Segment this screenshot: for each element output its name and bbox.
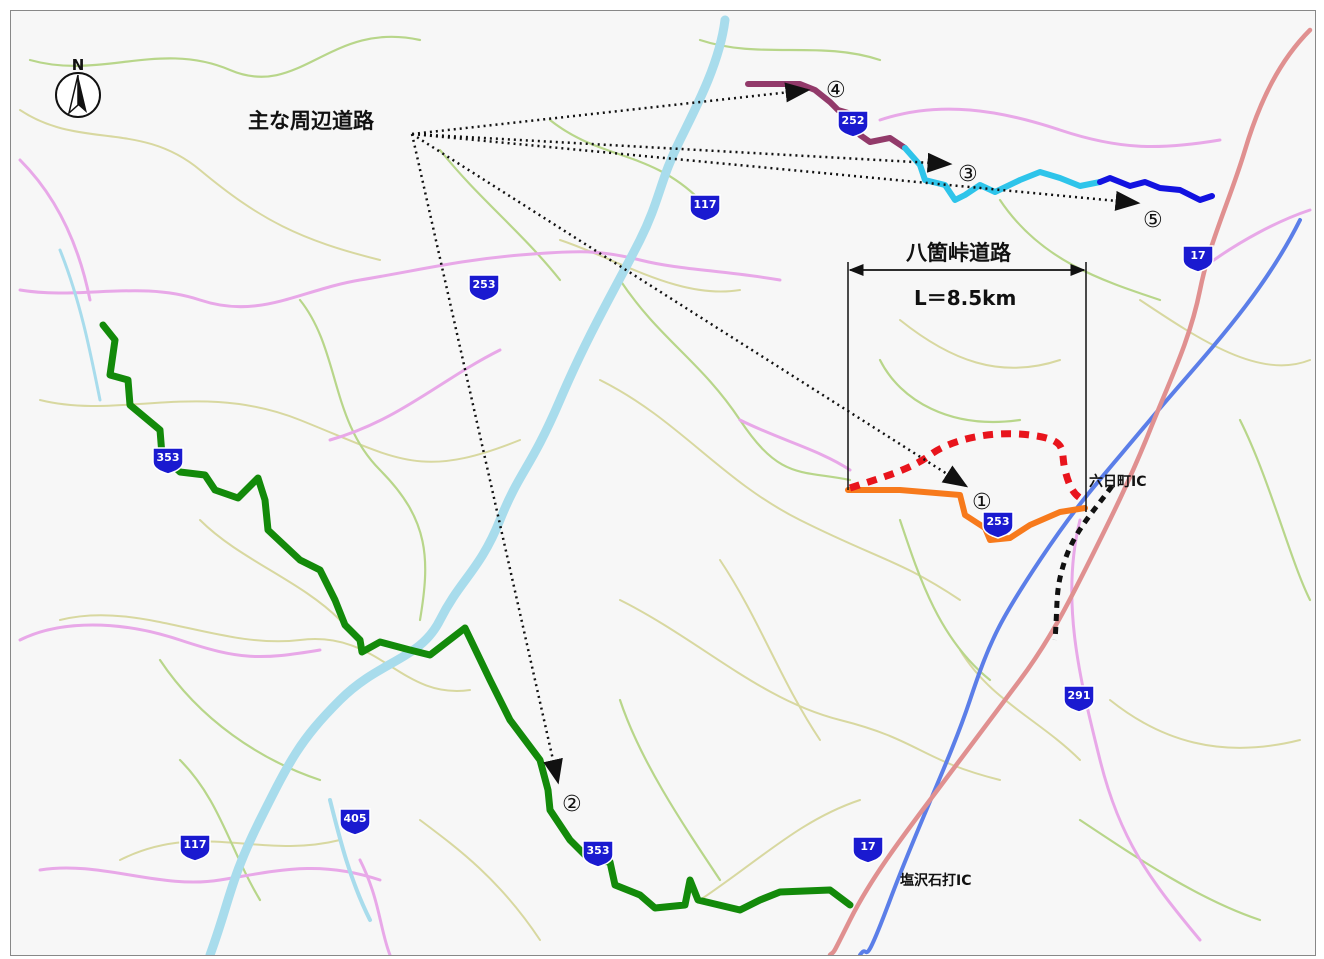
svg-text:291: 291 <box>1068 689 1091 702</box>
route-3-road <box>902 145 1103 203</box>
route-shield: 17 <box>852 836 884 864</box>
main-roads-label: 主な周辺道路 <box>248 109 375 133</box>
route-shields: 252 117 253 17 353 253 <box>152 110 1214 868</box>
project-length: L＝8.5km <box>914 286 1016 310</box>
background-road-network <box>18 35 1312 955</box>
route-shield: 253 <box>468 274 500 302</box>
svg-text:252: 252 <box>842 114 865 127</box>
route-2-road <box>99 321 854 914</box>
route-5-road <box>1097 175 1215 203</box>
svg-text:17: 17 <box>860 840 875 853</box>
route-1-number: ① <box>972 490 992 515</box>
rivers <box>58 15 1302 955</box>
route-3-number: ③ <box>958 162 978 187</box>
route-shield: 252 <box>837 110 869 138</box>
route-shield: 353 <box>582 840 614 868</box>
route-shield: 17 <box>1182 245 1214 273</box>
svg-text:17: 17 <box>1190 249 1205 262</box>
route-4-number: ④ <box>826 78 846 103</box>
route-1-existing-road <box>845 487 1088 543</box>
svg-text:405: 405 <box>344 812 367 825</box>
route-shield: 253 <box>982 511 1014 539</box>
north-arrow: N <box>55 56 101 118</box>
svg-text:253: 253 <box>987 515 1010 528</box>
route-shield: 291 <box>1063 685 1095 713</box>
route-shield: 353 <box>152 447 184 475</box>
shiozawa-ic-label: 塩沢石打IC <box>900 872 971 889</box>
project-range-bracket <box>847 262 1087 512</box>
route-shield: 117 <box>179 834 211 862</box>
route-5-number: ⑤ <box>1143 208 1163 233</box>
north-label: N <box>72 56 85 74</box>
callout-arrows <box>410 82 1141 785</box>
expressway-kanetsu <box>827 27 1313 955</box>
svg-text:353: 353 <box>157 451 180 464</box>
svg-text:253: 253 <box>473 278 496 291</box>
route-2-number: ② <box>562 792 582 817</box>
project-title: 八箇峠道路 <box>906 241 1012 265</box>
ic-connector-planned <box>1052 484 1115 641</box>
svg-text:117: 117 <box>694 198 717 211</box>
hakkatoge-road-planned <box>848 430 1085 503</box>
route-shield: 117 <box>689 194 721 222</box>
muikamachi-ic-label: 六日町IC <box>1089 473 1146 490</box>
route-shield: 405 <box>339 808 371 836</box>
svg-text:117: 117 <box>184 838 207 851</box>
svg-text:353: 353 <box>587 844 610 857</box>
